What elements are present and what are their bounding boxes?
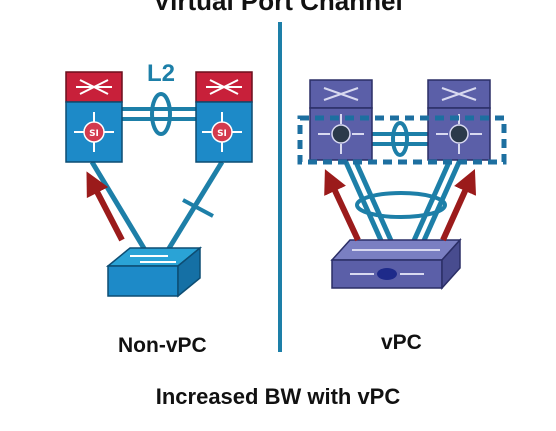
- access-core-icon: [377, 268, 397, 280]
- uplink-right-c: [352, 158, 396, 247]
- uplink-right-b: [419, 158, 463, 247]
- l2-label: L2: [147, 60, 176, 87]
- traffic-arrow-right-b: [440, 169, 477, 242]
- vpc-domain-box: [297, 115, 507, 165]
- vpc-caption: vPC: [381, 331, 422, 354]
- diagram-title: Virtual Port Channel: [153, 0, 403, 16]
- traffic-arrow-left: [86, 171, 125, 242]
- access-switch-left: [105, 246, 203, 298]
- vpc-topology: [297, 79, 507, 290]
- si-badge-text: SI: [217, 129, 227, 139]
- si-badge-text: SI: [89, 129, 99, 139]
- vpc-peer-ring: [391, 121, 409, 157]
- uplink-right-d: [409, 158, 453, 247]
- switch-right: SI: [195, 71, 253, 163]
- vpc-downlink-ring: [355, 191, 447, 219]
- switch-core-icon: [449, 124, 469, 144]
- access-switch-right: [330, 238, 462, 290]
- switch-core-icon: [331, 124, 351, 144]
- l2-port-channel-ring: [150, 92, 172, 136]
- uplink-right-a: [342, 158, 386, 247]
- switch-left: SI: [65, 71, 123, 163]
- traffic-arrow-right-a: [324, 169, 361, 242]
- blocked-link-mark: [182, 198, 214, 218]
- non-vpc-topology: SI SI: [65, 71, 253, 298]
- non-vpc-caption: Non-vPC: [118, 334, 207, 357]
- footer-caption: Increased BW with vPC: [155, 384, 401, 409]
